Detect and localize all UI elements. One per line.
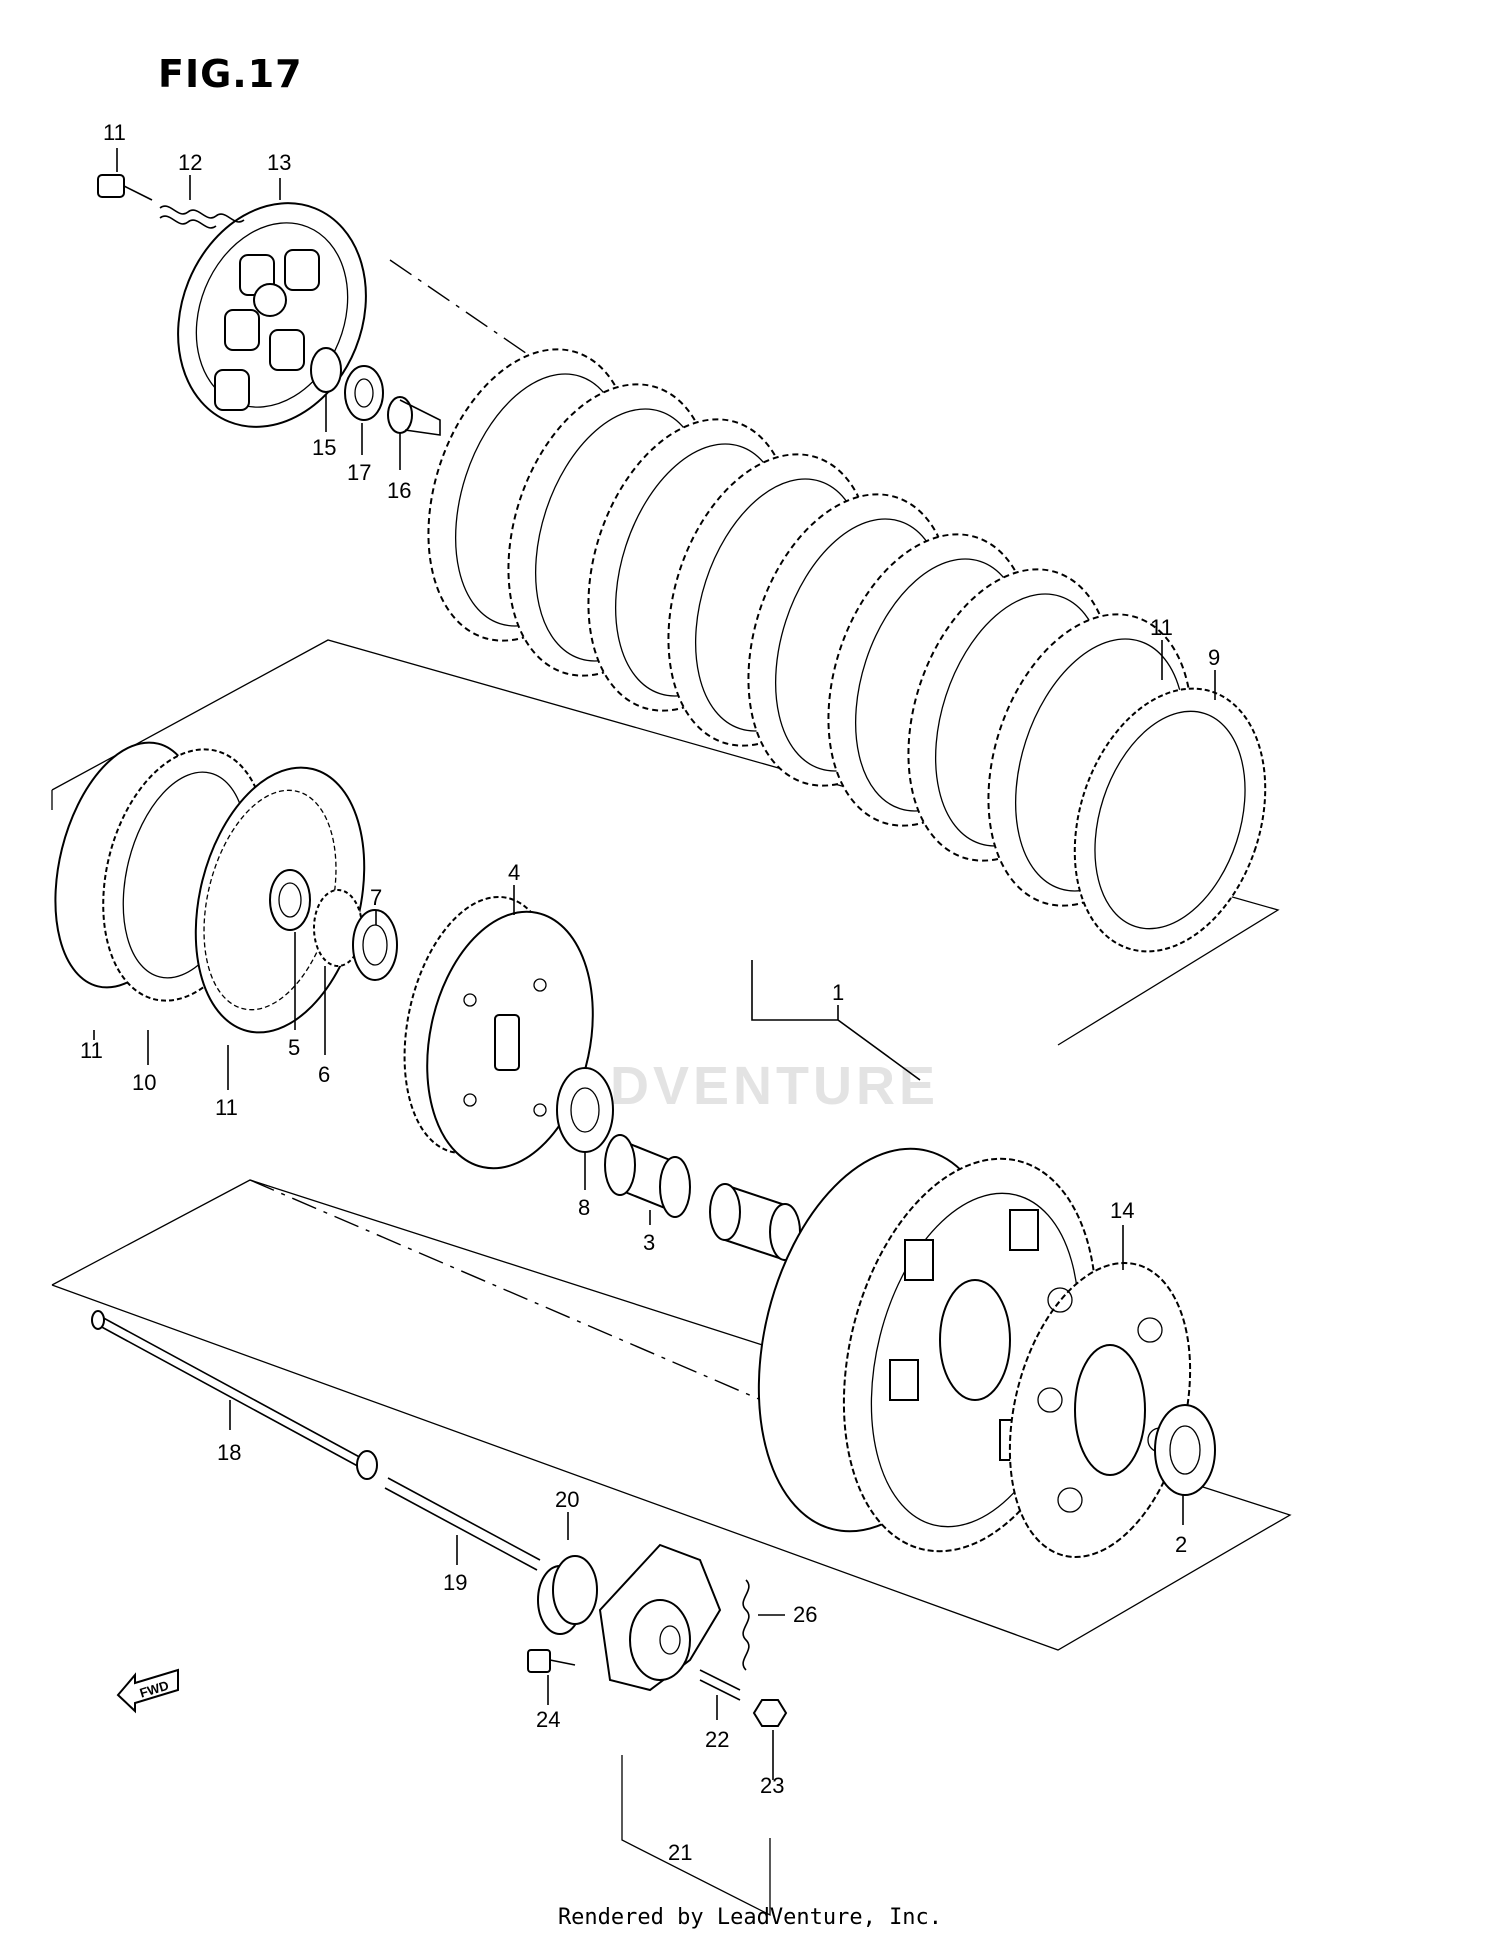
callout-2: 2	[1175, 1532, 1187, 1557]
figure-title: FIG.17	[158, 52, 303, 96]
push-rod-long	[91, 1310, 378, 1480]
callout-22: 21	[668, 1840, 692, 1865]
needle-bearing	[604, 1134, 691, 1218]
callout-11-mid: 11	[215, 1095, 238, 1120]
clutch-sleeve-hub	[403, 895, 594, 1170]
bolt	[97, 174, 153, 201]
callout-11-top: 11	[1150, 615, 1173, 640]
callout-6: 6	[318, 1062, 330, 1087]
push-rod-short	[384, 1477, 541, 1571]
callout-1: 1	[832, 980, 844, 1005]
callout-8: 8	[578, 1195, 590, 1220]
callout-21: 20	[555, 1487, 579, 1512]
callout-3: 3	[643, 1230, 655, 1255]
callout-20: 19	[443, 1570, 467, 1595]
callout-17: 16	[387, 478, 411, 503]
fwd-arrow-icon	[116, 1668, 179, 1714]
axis-line-lower	[249, 1179, 1041, 1521]
spacer	[709, 1183, 801, 1262]
push-piece	[387, 396, 441, 436]
callout-15: 14	[1110, 1198, 1134, 1223]
render-credit: Rendered by LeadVenture, Inc.	[557, 1905, 943, 1930]
adjusting-screw	[699, 1669, 741, 1701]
mounting-bolt	[527, 1649, 576, 1673]
callout-19: 18	[217, 1440, 241, 1465]
callout-9: 9	[1208, 645, 1220, 670]
callout-25: 24	[536, 1707, 560, 1732]
spring-plate-ring	[1073, 687, 1267, 953]
callout-26: 26	[793, 1602, 817, 1627]
thrust-washer	[556, 1067, 614, 1153]
callout-18: 17	[347, 460, 371, 485]
callout-11-left: 11	[80, 1038, 103, 1063]
callout-10: 10	[132, 1070, 156, 1095]
callout-4: 4	[508, 860, 520, 885]
push-piece-21	[537, 1555, 598, 1635]
washer-2	[1154, 1404, 1216, 1496]
clutch-spring	[159, 205, 245, 229]
callout-13: 12	[178, 150, 202, 175]
callout-24: 23	[760, 1773, 784, 1798]
release-lever	[598, 1543, 722, 1692]
callout-16: 15	[312, 435, 336, 460]
callout-23: 22	[705, 1727, 729, 1752]
lever-group-outline	[621, 1755, 771, 1917]
primary-gear	[1008, 1262, 1192, 1558]
lock-nut	[752, 1699, 788, 1727]
clutch-plate-stack	[427, 348, 1193, 907]
washer	[310, 347, 342, 393]
callout-5: 5	[288, 1035, 300, 1060]
bushing	[269, 869, 311, 931]
callout-7: 7	[370, 885, 382, 910]
return-spring	[742, 1579, 750, 1671]
left-plates	[54, 741, 366, 1034]
leader-lines	[93, 148, 1216, 1780]
bearing	[344, 365, 384, 421]
housing-group-outline	[51, 1179, 1292, 1651]
callout-12: 13	[267, 150, 291, 175]
washer-seat	[352, 909, 398, 981]
callout-14: 11	[103, 120, 126, 145]
